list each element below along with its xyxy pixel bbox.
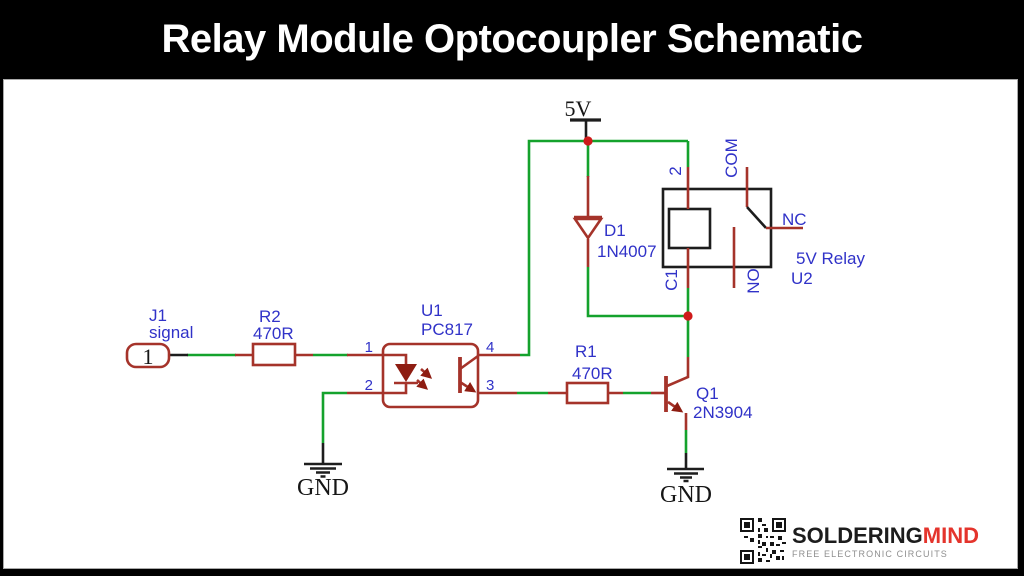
u1-pin4-number: 4 [486,339,494,356]
optocoupler-u1: 1 2 4 3 U1 PC817 [347,301,520,409]
relay-u2: 2 COM C1 NO NC 5V Relay U2 [661,138,865,294]
u1-led-cathode [383,383,408,395]
r2-body [251,342,297,367]
d1-ref-label: D1 [604,221,626,240]
gnd-left-symbol [304,462,342,478]
brand-primary: SOLDERING [792,523,923,548]
page-title: Relay Module Optocoupler Schematic [161,17,863,61]
junction-dot-collector [683,311,693,321]
r1-body [565,381,610,405]
junction-dot-5v [583,136,593,146]
j1-value-label: signal [149,323,193,342]
wire-pin2-to-gnd [321,391,347,443]
relay-value-label: 5V Relay [796,249,865,268]
power-5v: 5V [565,96,601,146]
r1-value-label: 470R [572,364,613,383]
brand-name: SOLDERINGMIND [792,525,979,547]
wires [187,139,690,453]
j1-ref-label: J1 [149,306,167,325]
qr-code-icon [740,518,786,564]
u1-pin3-number: 3 [486,377,494,394]
resistor-r1: R1 470R [548,342,623,405]
u1-value-label: PC817 [421,320,473,339]
brand-logo: SOLDERINGMIND FREE ELECTRONIC CIRCUITS [792,525,979,559]
r1-ref-label: R1 [575,342,597,361]
u1-pt-collector [459,354,479,371]
resistor-r2: R2 470R [235,307,313,367]
relay-com-label: COM [722,138,741,178]
q1-ref-label: Q1 [696,384,719,403]
wire-d1-to-junction [586,267,685,318]
d1-value-label: 1N4007 [597,242,657,261]
u1-pt-emitter [459,380,477,393]
gnd-right-symbol [667,467,704,483]
u1-ref-label: U1 [421,301,443,320]
relay-nc-label: NC [782,210,807,229]
wire-5v-rail [520,139,688,357]
j1-pin-number: 1 [143,344,154,369]
relay-ref-label: U2 [791,269,813,288]
brand-tagline: FREE ELECTRONIC CIRCUITS [792,549,948,559]
u1-led-anode [383,353,408,364]
relay-no-label: NO [744,268,763,294]
relay-coil-box [667,207,712,250]
q1-value-label: 2N3904 [693,403,753,422]
relay-pin2-label: 2 [666,166,685,175]
j1-body [125,342,171,369]
schematic-canvas [3,79,1018,569]
relay-lever [746,206,767,229]
transistor-q1: Q1 2N3904 [651,311,753,430]
ground-right: GND [660,453,712,508]
q1-emitter [667,400,684,413]
r2-value-label: 470R [253,324,294,343]
brand-secondary: MIND [922,523,980,548]
power-label: 5V [565,96,592,121]
gnd-right-label: GND [660,482,712,508]
u1-pin-leads [347,353,520,395]
title-bar: Relay Module Optocoupler Schematic [0,0,1024,79]
connector-j1: 1 J1 signal [125,306,193,369]
u1-pin1-number: 1 [365,339,373,356]
ground-left: GND [297,443,349,501]
u1-pin2-number: 2 [365,377,373,394]
u1-light-arrow-2 [416,378,429,390]
r2-ref-label: R2 [259,307,281,326]
d1-triangle [572,217,604,241]
u1-light-arrow-1 [420,367,433,379]
u1-body [381,342,480,409]
gnd-left-label: GND [297,475,349,501]
q1-collector [666,357,690,388]
diode-d1: D1 1N4007 [572,176,657,267]
u1-led-triangle [395,364,417,382]
relay-c1-label: C1 [662,269,681,291]
